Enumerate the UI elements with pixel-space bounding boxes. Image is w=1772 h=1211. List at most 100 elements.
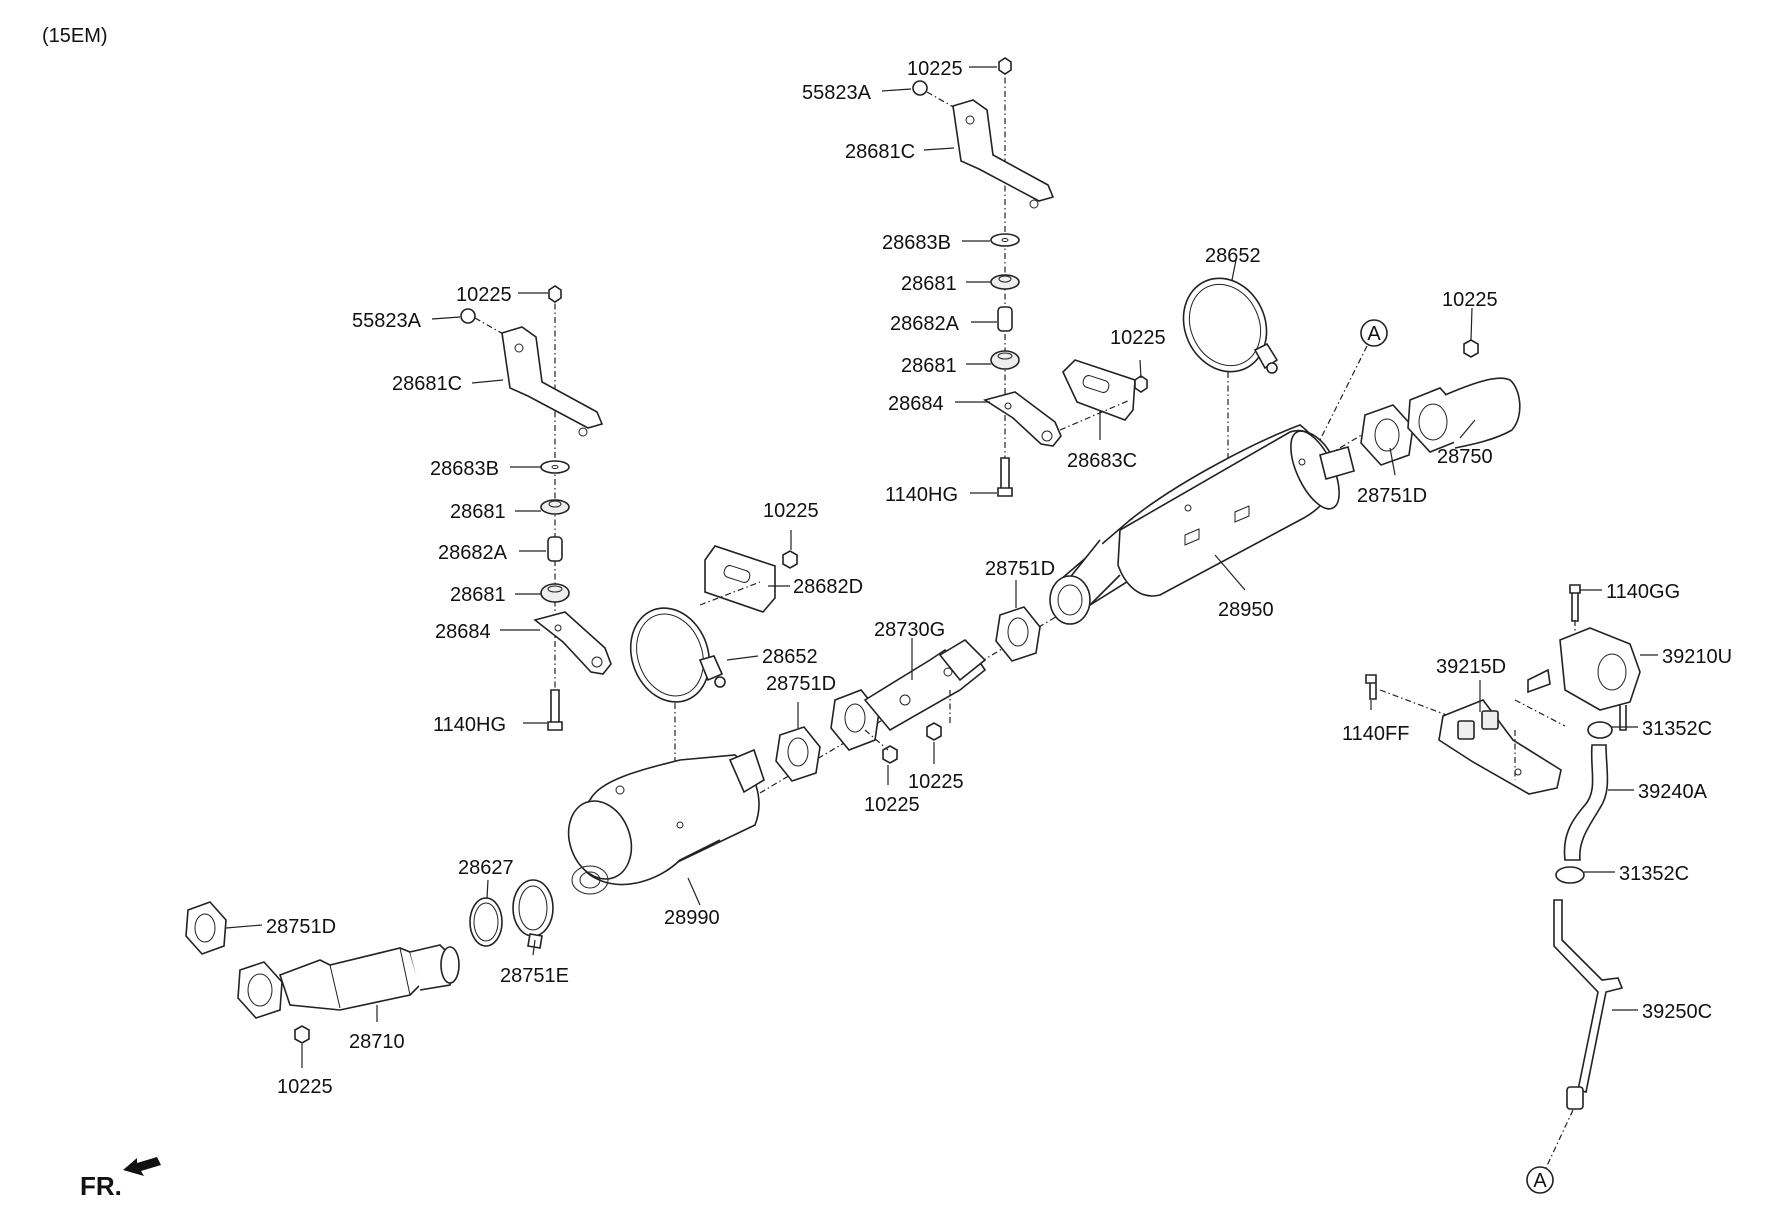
gasket-28751d-lower[interactable] xyxy=(775,726,821,782)
nut-10225-pipe-a[interactable] xyxy=(882,745,898,764)
bushing-28681-right-b[interactable] xyxy=(990,350,1020,370)
label-right-1140hg: 1140HG xyxy=(885,484,958,506)
nut-10225-tailpipe[interactable] xyxy=(1463,339,1479,358)
nut-10225-plate[interactable] xyxy=(1134,375,1148,393)
label-s-1140ff: 1140FF xyxy=(1342,723,1409,745)
clamp-31352c-lower[interactable] xyxy=(1555,866,1585,884)
pipe-28730g[interactable] xyxy=(830,638,987,751)
label-right-28684: 28684 xyxy=(888,393,944,415)
svg-text:A: A xyxy=(1533,1170,1547,1192)
hose-39240a[interactable] xyxy=(1563,744,1609,861)
label-c-28751d-middle: 28751D xyxy=(985,558,1055,580)
part-labels: 10225 55823A 28681C 28683B 28681 28682A … xyxy=(266,58,1732,1098)
label-left-28682a: 28682A xyxy=(438,542,508,564)
label-c-10225-pipe-a: 10225 xyxy=(864,794,920,816)
nut-10225-left[interactable] xyxy=(548,285,562,303)
label-c-28683c: 28683C xyxy=(1067,450,1137,472)
converter-28990[interactable] xyxy=(558,748,765,895)
label-c-28710: 28710 xyxy=(349,1031,405,1053)
sleeve-28682a-right[interactable] xyxy=(997,306,1013,332)
label-s-31352c-upper: 31352C xyxy=(1642,718,1712,740)
label-s-39250c: 39250C xyxy=(1642,1001,1712,1023)
label-c-28751e: 28751E xyxy=(500,965,569,987)
front-arrow-icon xyxy=(123,1157,161,1176)
clamp-28652-upper[interactable] xyxy=(1168,265,1281,470)
nut-10225-plate-d[interactable] xyxy=(782,550,798,569)
label-left-28684: 28684 xyxy=(435,621,491,643)
nut-10225-pipe-b[interactable] xyxy=(926,722,942,741)
label-left-55823a: 55823A xyxy=(352,310,422,332)
leader-lines xyxy=(225,66,1658,1068)
label-c-28990: 28990 xyxy=(664,907,720,929)
bracket-39215d[interactable] xyxy=(1438,699,1562,795)
label-c-10225-front: 10225 xyxy=(277,1076,333,1098)
left-hanger-stack xyxy=(460,285,612,731)
label-right-10225: 10225 xyxy=(907,58,963,80)
nut-10225-front[interactable] xyxy=(294,1025,310,1044)
tail-pipe-28750[interactable] xyxy=(1407,339,1521,453)
tube-39250c[interactable] xyxy=(1553,899,1624,1093)
label-s-31352c-lower: 31352C xyxy=(1619,863,1689,885)
label-c-28751d-lower: 28751D xyxy=(766,673,836,695)
muffler-28950[interactable] xyxy=(1049,423,1355,625)
sensor-assembly: A xyxy=(1365,584,1641,1194)
label-right-28681-b: 28681 xyxy=(901,355,957,377)
label-c-28730g: 28730G xyxy=(874,619,945,641)
label-c-28627: 28627 xyxy=(458,857,514,879)
nut-10225-right[interactable] xyxy=(998,57,1012,75)
right-hanger-stack xyxy=(912,57,1148,497)
label-c-28751d-upper: 28751D xyxy=(1357,485,1427,507)
ring-28627[interactable] xyxy=(469,897,503,947)
label-c-10225-plate-d: 10225 xyxy=(763,500,819,522)
label-c-28652-upper: 28652 xyxy=(1205,245,1261,267)
plate-28682d[interactable] xyxy=(699,545,776,613)
bolt-1140hg-right[interactable] xyxy=(997,457,1013,497)
label-s-39210u: 39210U xyxy=(1662,646,1732,668)
gasket-28751d-middle[interactable] xyxy=(995,606,1041,662)
label-right-28681-a: 28681 xyxy=(901,273,957,295)
washer-55823a-left[interactable] xyxy=(460,308,476,324)
label-right-28682a: 28682A xyxy=(890,313,960,335)
clamp-31352c-upper[interactable] xyxy=(1587,721,1613,739)
label-c-10225-a: 10225 xyxy=(1110,327,1166,349)
svg-text:A: A xyxy=(1367,323,1381,345)
label-left-28683b: 28683B xyxy=(430,458,499,480)
label-s-1140gg: 1140GG xyxy=(1606,581,1680,603)
bracket-28681c-left[interactable] xyxy=(501,326,604,429)
bolt-1140hg-left[interactable] xyxy=(547,689,563,731)
bracket-28684-left[interactable] xyxy=(533,611,612,675)
bracket-28684-right[interactable] xyxy=(983,391,1062,447)
washer-55823a-right[interactable] xyxy=(912,80,928,96)
label-s-39240a: 39240A xyxy=(1638,781,1708,803)
clamp-28751e[interactable] xyxy=(512,879,554,949)
label-left-28681-a: 28681 xyxy=(450,501,506,523)
label-right-28681c: 28681C xyxy=(845,141,915,163)
label-c-28652-lower: 28652 xyxy=(762,646,818,668)
gasket-28751d-upper[interactable] xyxy=(1360,404,1414,466)
bolt-1140gg[interactable] xyxy=(1569,584,1581,622)
front-label: FR. xyxy=(80,1171,122,1201)
label-right-28683b: 28683B xyxy=(882,232,951,254)
label-s-39215d: 39215D xyxy=(1436,656,1506,678)
label-c-10225-pipe-b: 10225 xyxy=(908,771,964,793)
label-c-28950: 28950 xyxy=(1218,599,1274,621)
bracket-28681c-right[interactable] xyxy=(952,99,1055,202)
front-pipe-28710[interactable] xyxy=(237,944,460,1019)
bushing-28681-left-b[interactable] xyxy=(540,583,570,603)
sensor-39210u[interactable] xyxy=(1527,627,1641,731)
label-left-28681c: 28681C xyxy=(392,373,462,395)
front-indicator: FR. xyxy=(80,1157,161,1201)
plate-28683c[interactable] xyxy=(1062,359,1136,421)
sleeve-28682a-left[interactable] xyxy=(547,536,563,562)
label-c-28751d-front: 28751D xyxy=(266,916,336,938)
label-left-28681-b: 28681 xyxy=(450,584,506,606)
label-c-28750: 28750 xyxy=(1437,446,1493,468)
reference-marker-lower: A xyxy=(1526,1166,1554,1194)
gasket-28751d-front[interactable] xyxy=(185,901,227,955)
label-left-10225: 10225 xyxy=(456,284,512,306)
washer-28683b-left[interactable] xyxy=(540,460,570,474)
bolt-1140ff[interactable] xyxy=(1365,674,1377,700)
label-left-1140hg: 1140HG xyxy=(433,714,506,736)
washer-28683b-right[interactable] xyxy=(990,233,1020,247)
